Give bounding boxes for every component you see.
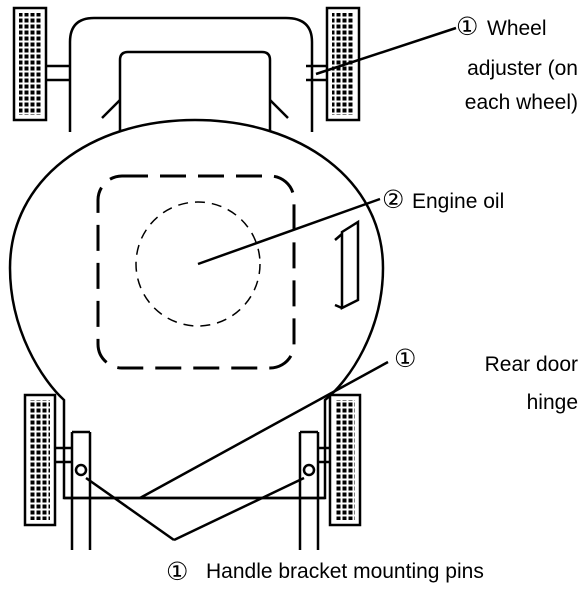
handle-bracket-number: ①	[166, 558, 189, 586]
rear-door-hinge-line2: hinge	[526, 391, 578, 414]
leader-lines	[85, 26, 457, 542]
oil-cap-outline	[135, 201, 261, 327]
rear-door-hinge-number: ①	[394, 345, 417, 373]
mower-deck-outline	[8, 118, 385, 500]
rear-door-hinge-line1: Rear door	[484, 353, 578, 376]
handle-bracket-text: Handle bracket mounting pins	[206, 560, 484, 583]
wheel-adjuster-number: ①	[456, 13, 479, 41]
wheel-adjuster-line3: each wheel)	[464, 91, 578, 114]
side-grip	[340, 219, 360, 311]
engine-oil-number: ②	[382, 186, 405, 214]
wheel-adjuster-line2: adjuster (on	[467, 57, 578, 80]
handle-bars	[70, 430, 320, 550]
front-right-wheel	[306, 6, 361, 122]
engine-oil-text: Engine oil	[412, 190, 505, 213]
front-housing	[68, 16, 314, 132]
wheel-adjuster-line1: Wheel	[487, 17, 547, 40]
engine-outline	[96, 174, 296, 370]
front-left-wheel	[12, 6, 70, 122]
rear-right-wheel	[318, 393, 362, 527]
rear-left-wheel	[23, 393, 72, 527]
